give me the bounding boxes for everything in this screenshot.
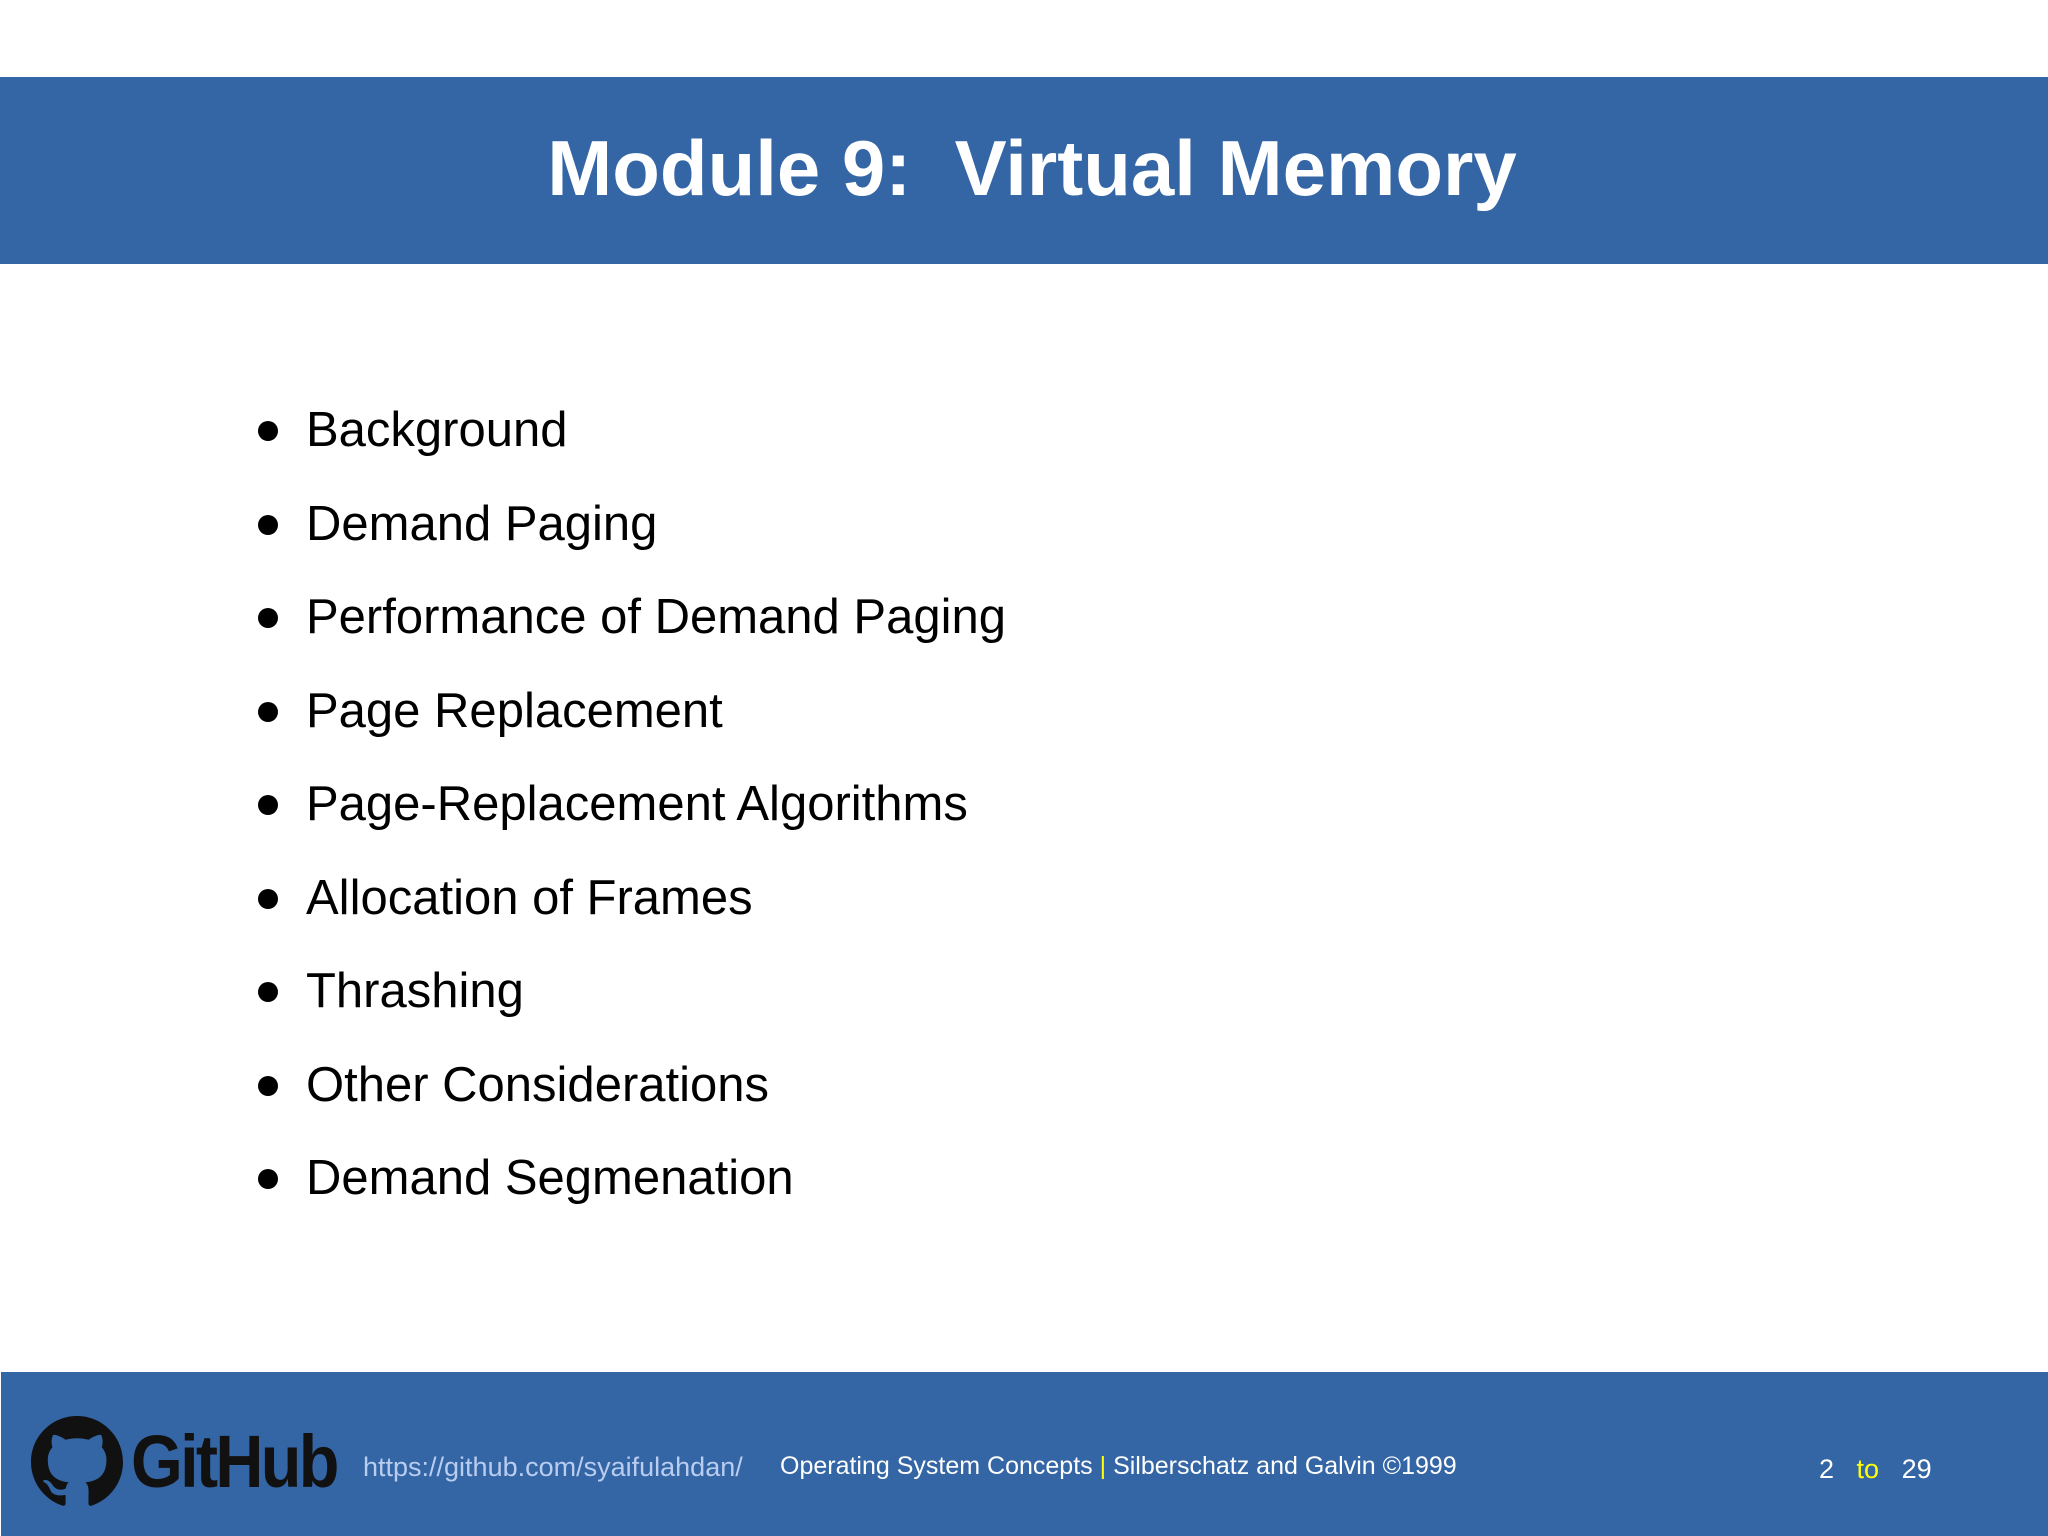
list-item: Performance of Demand Paging	[258, 579, 1006, 673]
list-item-text: Thrashing	[306, 964, 524, 1018]
title-bar: Module 9: Virtual Memory	[0, 77, 2048, 264]
bullet-icon	[258, 888, 278, 909]
github-logo: GitHub	[31, 1416, 360, 1508]
list-item: Thrashing	[258, 953, 1006, 1047]
page-current: 2	[1819, 1454, 1835, 1484]
bullet-icon	[258, 514, 278, 535]
bullet-icon	[258, 795, 278, 815]
list-item-text: Demand Paging	[306, 496, 658, 551]
bullet-icon	[258, 1075, 278, 1096]
list-item-text: Performance of Demand Paging	[306, 590, 1006, 644]
list-item-text: Other Considerations	[306, 1057, 770, 1112]
page-to: to	[1856, 1454, 1880, 1484]
bullet-list: Background Demand Paging Performance of …	[258, 392, 1006, 1234]
list-item-text: Background	[306, 403, 568, 457]
list-item-text: Page Replacement	[306, 683, 723, 738]
book-title: Operating System Concepts	[780, 1452, 1093, 1480]
list-item: Page Replacement	[258, 673, 1006, 767]
page-total: 29	[1901, 1454, 1932, 1484]
page-number: 2 to 29	[1819, 1454, 1932, 1485]
authors: Silberschatz and Galvin ©1999	[1113, 1452, 1457, 1480]
list-item: Demand Paging	[258, 486, 1006, 580]
github-octocat-icon	[31, 1416, 123, 1506]
bullet-icon	[258, 421, 278, 441]
list-item: Other Considerations	[258, 1047, 1006, 1141]
credit-separator: |	[1099, 1452, 1107, 1480]
list-item: Page-Replacement Algorithms	[258, 766, 1006, 860]
slide-title: Module 9: Virtual Memory	[547, 124, 1517, 212]
github-wordmark: GitHub	[131, 1420, 339, 1503]
bullet-icon	[258, 701, 278, 722]
list-item-text: Allocation of Frames	[306, 870, 753, 925]
footer-bar: GitHub https://github.com/syaifulahdan/ …	[1, 1372, 2048, 1536]
list-item-text: Demand Segmenation	[306, 1151, 794, 1205]
list-item: Allocation of Frames	[258, 860, 1006, 954]
list-item: Demand Segmenation	[258, 1140, 1006, 1234]
list-item-text: Page-Replacement Algorithms	[306, 777, 968, 831]
list-item: Background	[258, 392, 1006, 486]
bullet-icon	[258, 1169, 278, 1189]
bullet-icon	[258, 608, 278, 628]
footer-credit: Operating System Concepts | Silberschatz…	[780, 1452, 1457, 1481]
github-url-link[interactable]: https://github.com/syaifulahdan/	[363, 1452, 743, 1482]
bullet-icon	[258, 982, 278, 1002]
